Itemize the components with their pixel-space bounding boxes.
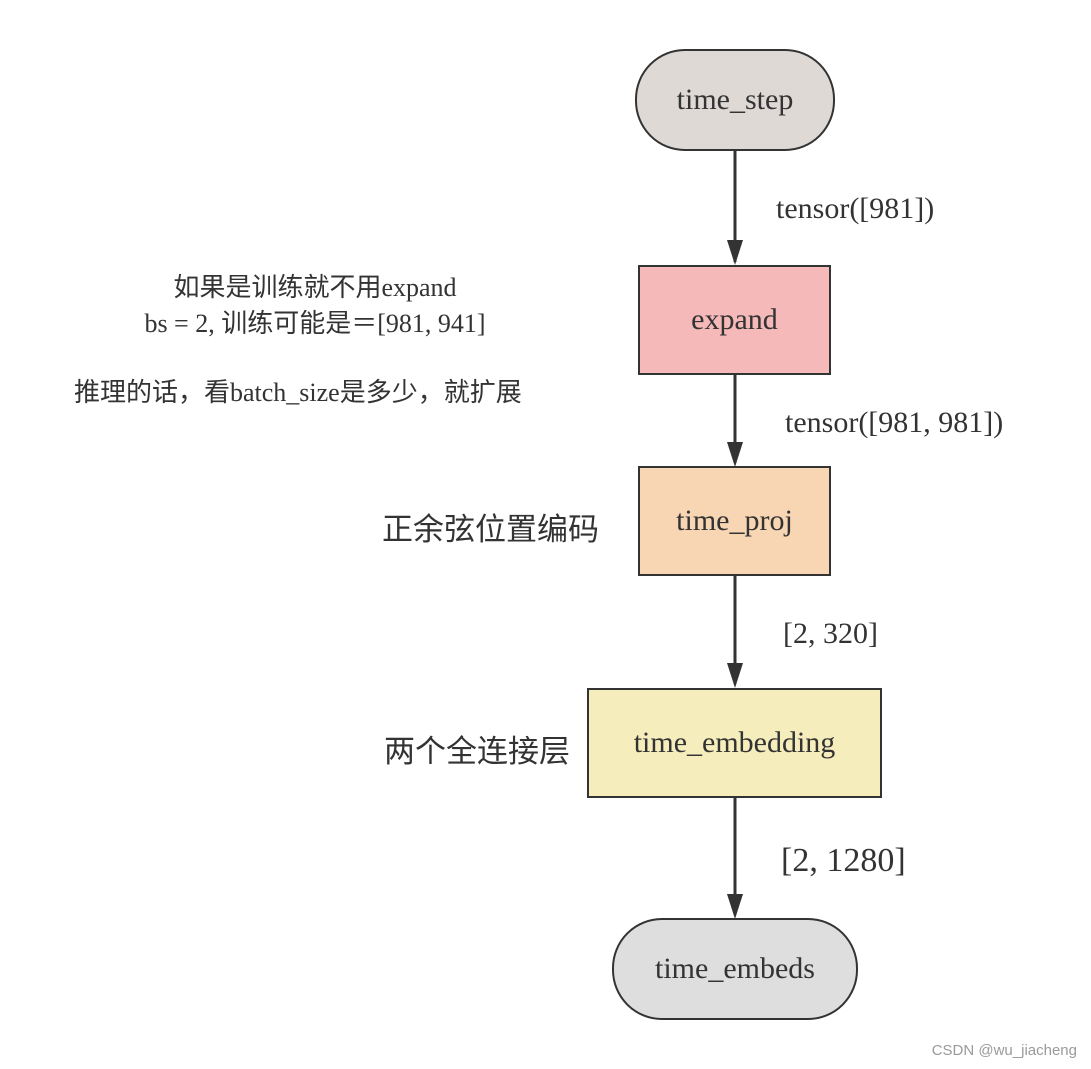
node-time-embeds-label: time_embeds: [655, 952, 815, 985]
time-proj-note: 正余弦位置编码: [382, 512, 599, 547]
node-time-step-label: time_step: [676, 83, 794, 116]
edge-label-time-embedding-to-time-embeds: [2, 1280]: [781, 842, 906, 879]
arrowhead-icon: [727, 442, 743, 467]
node-expand[interactable]: expand: [638, 265, 831, 375]
node-time-embedding[interactable]: time_embedding: [587, 688, 882, 798]
expand-note: 如果是训练就不用expand bs = 2, 训练可能是＝[981, 941]: [60, 270, 570, 342]
expand-note-line-3-box: 推理的话，看batch_size是多少，就扩展: [74, 375, 522, 411]
edge-label-time-step-to-expand: tensor([981]): [776, 192, 935, 225]
watermark: CSDN @wu_jiacheng: [931, 1042, 1077, 1059]
node-time-embedding-label: time_embedding: [633, 726, 836, 759]
edge-label-expand-to-time-proj: tensor([981, 981]): [785, 406, 1004, 439]
node-time-proj-label: time_proj: [676, 504, 793, 537]
arrowhead-icon: [727, 240, 743, 265]
node-expand-label: expand: [691, 303, 778, 336]
node-time-step[interactable]: time_step: [635, 49, 835, 151]
expand-note-line-2: bs = 2, 训练可能是＝[981, 941]: [144, 309, 486, 338]
node-time-proj[interactable]: time_proj: [638, 466, 831, 576]
expand-note-line-1: 如果是训练就不用expand: [173, 273, 457, 302]
node-time-embeds[interactable]: time_embeds: [612, 918, 858, 1020]
time-embedding-note: 两个全连接层: [384, 734, 570, 769]
arrowhead-icon: [727, 894, 743, 919]
expand-note-line-3: 推理的话，看batch_size是多少，就扩展: [74, 378, 522, 407]
edge-label-time-proj-to-time-embedding: [2, 320]: [783, 617, 878, 650]
arrowhead-icon: [727, 663, 743, 688]
